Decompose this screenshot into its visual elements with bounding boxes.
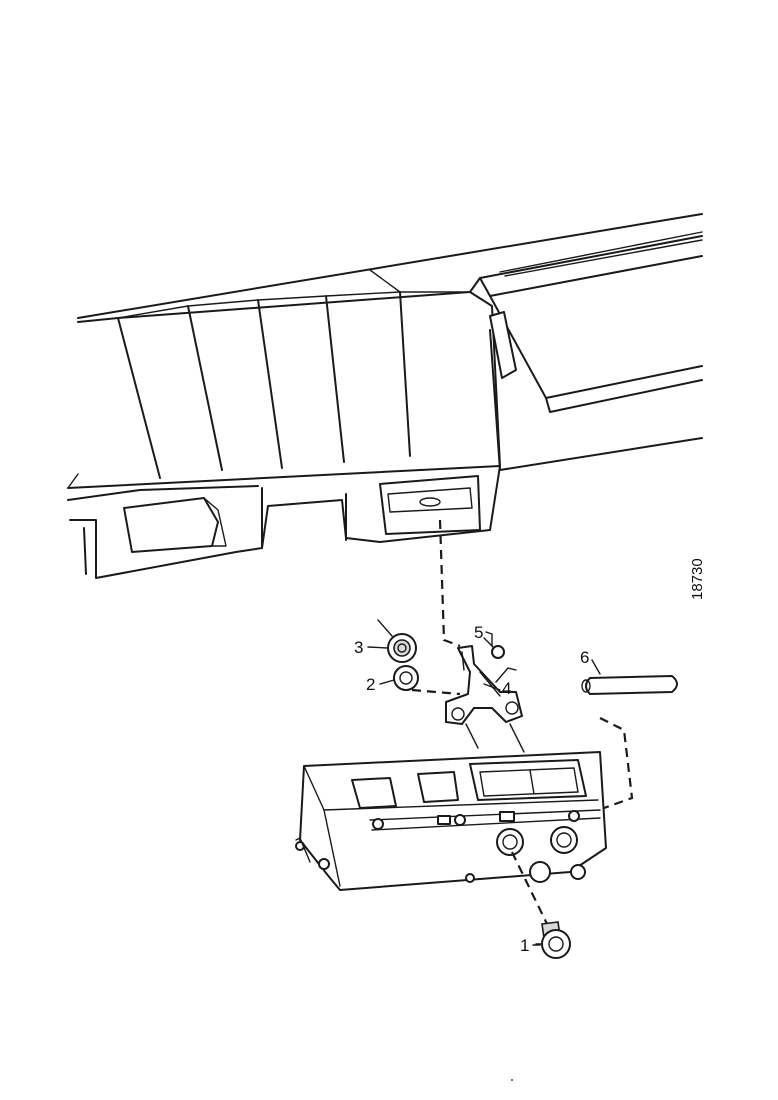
part-3-nut <box>377 619 417 663</box>
callout-3: 3 <box>354 638 363 657</box>
reference-code: 18730 <box>689 558 706 600</box>
part-2-washer <box>393 665 461 696</box>
callout-6: 6 <box>580 648 589 667</box>
callout-1: 1 <box>520 936 529 955</box>
callout-4: 4 <box>502 679 511 698</box>
dashboard-panel <box>67 213 703 579</box>
callout-labels: 1 2 3 4 5 6 18730 <box>354 558 706 1081</box>
part-4-bracket <box>445 645 525 753</box>
assembly-guide-line <box>438 519 461 648</box>
part-1-knob <box>511 851 571 959</box>
control-panel-housing <box>295 751 607 891</box>
callout-5: 5 <box>474 623 483 642</box>
callout-2: 2 <box>366 675 375 694</box>
part-5-screw <box>483 637 505 659</box>
part-6-pin <box>581 659 678 810</box>
